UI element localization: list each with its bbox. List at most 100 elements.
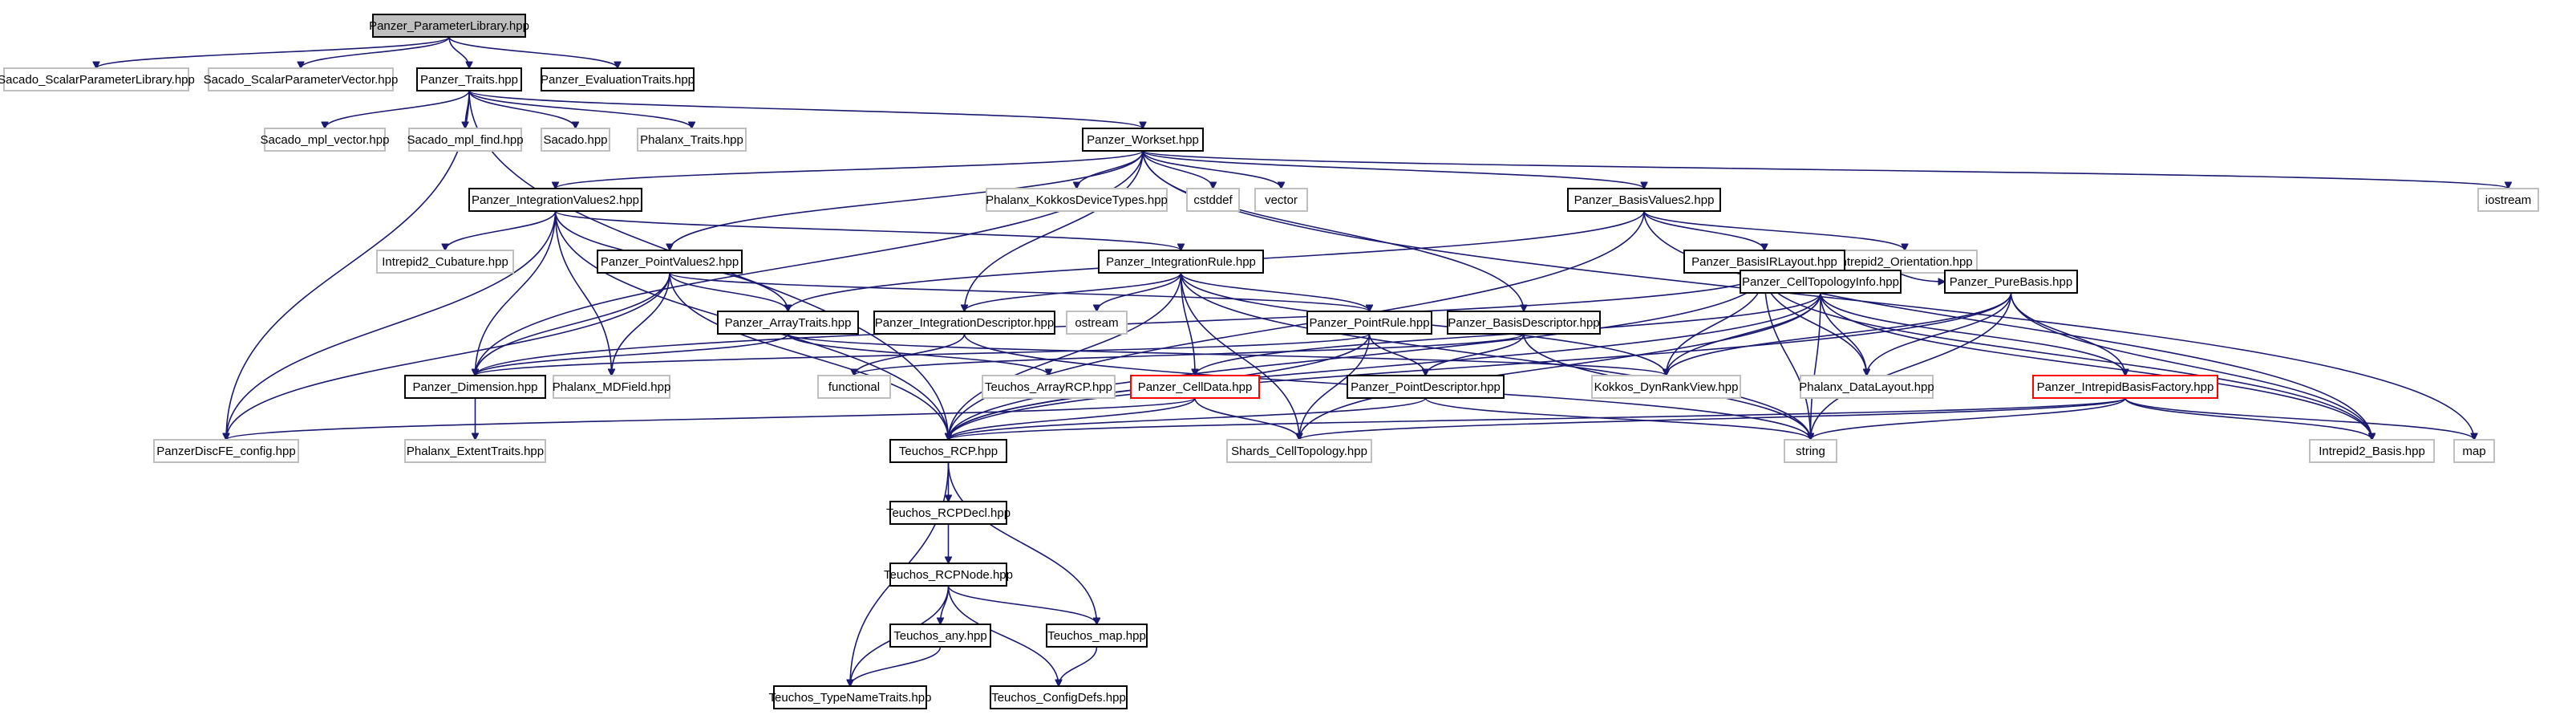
node-label: Teuchos_ConfigDefs.hpp: [991, 691, 1126, 705]
node-ostream: ostream: [1066, 311, 1128, 335]
edge-n17-to-n31: [612, 272, 670, 376]
node-panzer-traits-hpp[interactable]: Panzer_Traits.hpp: [416, 67, 522, 91]
node-label: Teuchos_RCPDecl.hpp: [886, 506, 1011, 520]
node-teuchos-configdefs-hpp[interactable]: Teuchos_ConfigDefs.hpp: [990, 685, 1128, 709]
node-label: Panzer_PureBasis.hpp: [1950, 275, 2072, 289]
node-box: [1098, 250, 1264, 274]
node-panzer-integrationvalues2-hpp[interactable]: Panzer_IntegrationValues2.hpp: [468, 188, 642, 212]
edge-n11-to-n31: [554, 210, 612, 376]
node-box: [1591, 375, 1741, 399]
node-panzer-integrationdescriptor-hpp[interactable]: Panzer_IntegrationDescriptor.hpp: [873, 311, 1055, 335]
edge-n0-to-n4: [448, 36, 618, 68]
edge-n18-to-n24: [1180, 272, 1370, 311]
node-label: Sacado_mpl_vector.hpp: [261, 133, 390, 147]
node-box: [372, 14, 526, 38]
node-box: [376, 250, 514, 274]
edge-n24-to-n40: [1299, 333, 1371, 440]
node-label: Panzer_IntegrationDescriptor.hpp: [875, 316, 1054, 330]
node-label: Panzer_PointValues2.hpp: [601, 255, 739, 269]
node-panzer-intrepidbasisfactory-hpp[interactable]: Panzer_IntrepidBasisFactory.hpp: [2032, 375, 2218, 399]
edge-n11-to-n18: [554, 210, 1181, 251]
node-box: [2309, 439, 2435, 463]
node-label: PanzerDiscFE_config.hpp: [156, 445, 295, 458]
node-box: [1046, 624, 1148, 648]
node-box: [2032, 375, 2218, 399]
node-panzer-pointrule-hpp[interactable]: Panzer_PointRule.hpp: [1306, 311, 1432, 335]
node-box: [2477, 188, 2539, 212]
node-label: Teuchos_RCPNode.hpp: [884, 568, 1013, 582]
edge-n3-to-n37: [226, 90, 470, 440]
node-teuchos-typenametraits-hpp[interactable]: Teuchos_TypeNameTraits.hpp: [769, 685, 932, 709]
node-label: Shards_CellTopology.hpp: [1231, 445, 1367, 458]
node-teuchos-rcpdecl-hpp[interactable]: Teuchos_RCPDecl.hpp: [886, 501, 1011, 525]
node-label: Teuchos_TypeNameTraits.hpp: [769, 691, 932, 705]
node-label: Panzer_CellData.hpp: [1138, 380, 1253, 394]
edge-n17-to-n30: [476, 272, 670, 376]
edge-n9-to-n15: [1142, 150, 1644, 189]
edge-n18-to-n23: [1097, 272, 1182, 311]
node-box: [637, 128, 747, 152]
node-panzer-parameterlibrary-hpp[interactable]: Panzer_ParameterLibrary.hpp: [369, 14, 529, 38]
edge-n3-to-n8: [468, 90, 692, 128]
node-box: [153, 439, 299, 463]
edge-n36-to-n41: [1811, 397, 2126, 440]
node-intrepid2-basis-hpp: Intrepid2_Basis.hpp: [2309, 439, 2435, 463]
node-teuchos-rcpnode-hpp[interactable]: Teuchos_RCPNode.hpp: [884, 563, 1013, 587]
edge-n3-to-n9: [468, 90, 1143, 129]
node-box: [1784, 439, 1837, 463]
node-box: [1186, 188, 1240, 212]
node-cstddef: cstddef: [1186, 188, 1240, 212]
node-functional: functional: [817, 375, 891, 399]
edge-n20-to-n41: [1764, 272, 1811, 440]
node-map: map: [2453, 439, 2495, 463]
node-box: [264, 128, 386, 152]
node-label: Phalanx_ExtentTraits.hpp: [407, 445, 544, 458]
node-sacado-scalarparametervector-hpp: Sacado_ScalarParameterVector.hpp: [204, 67, 399, 91]
edge-n36-to-n39: [949, 397, 2126, 441]
node-box: [982, 375, 1116, 399]
node-panzer-basisdescriptor-hpp[interactable]: Panzer_BasisDescriptor.hpp: [1447, 311, 1601, 335]
node-panzer-celldata-hpp[interactable]: Panzer_CellData.hpp: [1130, 375, 1260, 399]
node-panzer-celltopologyinfo-hpp[interactable]: Panzer_CellTopologyInfo.hpp: [1740, 270, 1902, 294]
node-box: [1306, 311, 1432, 335]
node-label: cstddef: [1193, 193, 1233, 207]
edge-n17-to-n21: [669, 272, 788, 311]
edge-n33-to-n41: [1424, 397, 1811, 441]
node-label: Panzer_ParameterLibrary.hpp: [369, 19, 529, 33]
node-box: [817, 375, 891, 399]
node-shards-celltopology-hpp: Shards_CellTopology.hpp: [1226, 439, 1372, 463]
node-label: Sacado_ScalarParameterVector.hpp: [204, 73, 399, 87]
node-phalanx-kokkosdevicetypes-hpp: Phalanx_KokkosDeviceTypes.hpp: [986, 188, 1168, 212]
node-teuchos-any-hpp[interactable]: Teuchos_any.hpp: [889, 624, 991, 648]
node-label: map: [2462, 445, 2485, 458]
edge-n15-to-n19: [1643, 210, 1905, 250]
node-panzer-integrationrule-hpp[interactable]: Panzer_IntegrationRule.hpp: [1098, 250, 1264, 274]
nodes-layer: Panzer_ParameterLibrary.hppSacado_Scalar…: [0, 14, 2539, 709]
node-kokkos-dynrankview-hpp: Kokkos_DynRankView.hpp: [1591, 375, 1741, 399]
node-box: [717, 311, 859, 335]
edge-n32-to-n39: [949, 397, 1196, 440]
node-panzer-pointdescriptor-hpp[interactable]: Panzer_PointDescriptor.hpp: [1347, 375, 1505, 399]
node-panzer-dimension-hpp[interactable]: Panzer_Dimension.hpp: [404, 375, 546, 399]
node-panzer-basisvalues2-hpp[interactable]: Panzer_BasisValues2.hpp: [1567, 188, 1721, 212]
edge-n9-to-n13: [1142, 150, 1213, 189]
edge-n45-to-n46: [941, 585, 950, 624]
edge-n0-to-n3: [448, 36, 469, 68]
node-panzer-arraytraits-hpp[interactable]: Panzer_ArrayTraits.hpp: [717, 311, 859, 335]
node-panzer-evaluationtraits-hpp[interactable]: Panzer_EvaluationTraits.hpp: [541, 67, 695, 91]
node-sacado-mpl-find-hpp: Sacado_mpl_find.hpp: [407, 128, 524, 152]
edge-n9-to-n11: [556, 150, 1144, 189]
edge-n26-to-n36: [1820, 292, 2125, 376]
edge-n27-to-n35: [1867, 292, 2012, 376]
node-panzer-basisirlayout-hpp[interactable]: Panzer_BasisIRLayout.hpp: [1683, 250, 1845, 274]
node-teuchos-rcp-hpp[interactable]: Teuchos_RCP.hpp: [889, 439, 1007, 463]
node-sacado-scalarparameterlibrary-hpp: Sacado_ScalarParameterLibrary.hpp: [0, 67, 195, 91]
node-teuchos-map-hpp[interactable]: Teuchos_map.hpp: [1046, 624, 1148, 648]
node-panzer-pointvalues2-hpp[interactable]: Panzer_PointValues2.hpp: [597, 250, 743, 274]
node-box: [889, 439, 1007, 463]
edge-n32-to-n40: [1194, 397, 1299, 440]
edge-n3-to-n7: [468, 90, 576, 128]
edge-n36-to-n40: [1299, 397, 2126, 441]
node-panzer-purebasis-hpp[interactable]: Panzer_PureBasis.hpp: [1944, 270, 2078, 294]
node-panzer-workset-hpp[interactable]: Panzer_Workset.hpp: [1082, 128, 1204, 152]
